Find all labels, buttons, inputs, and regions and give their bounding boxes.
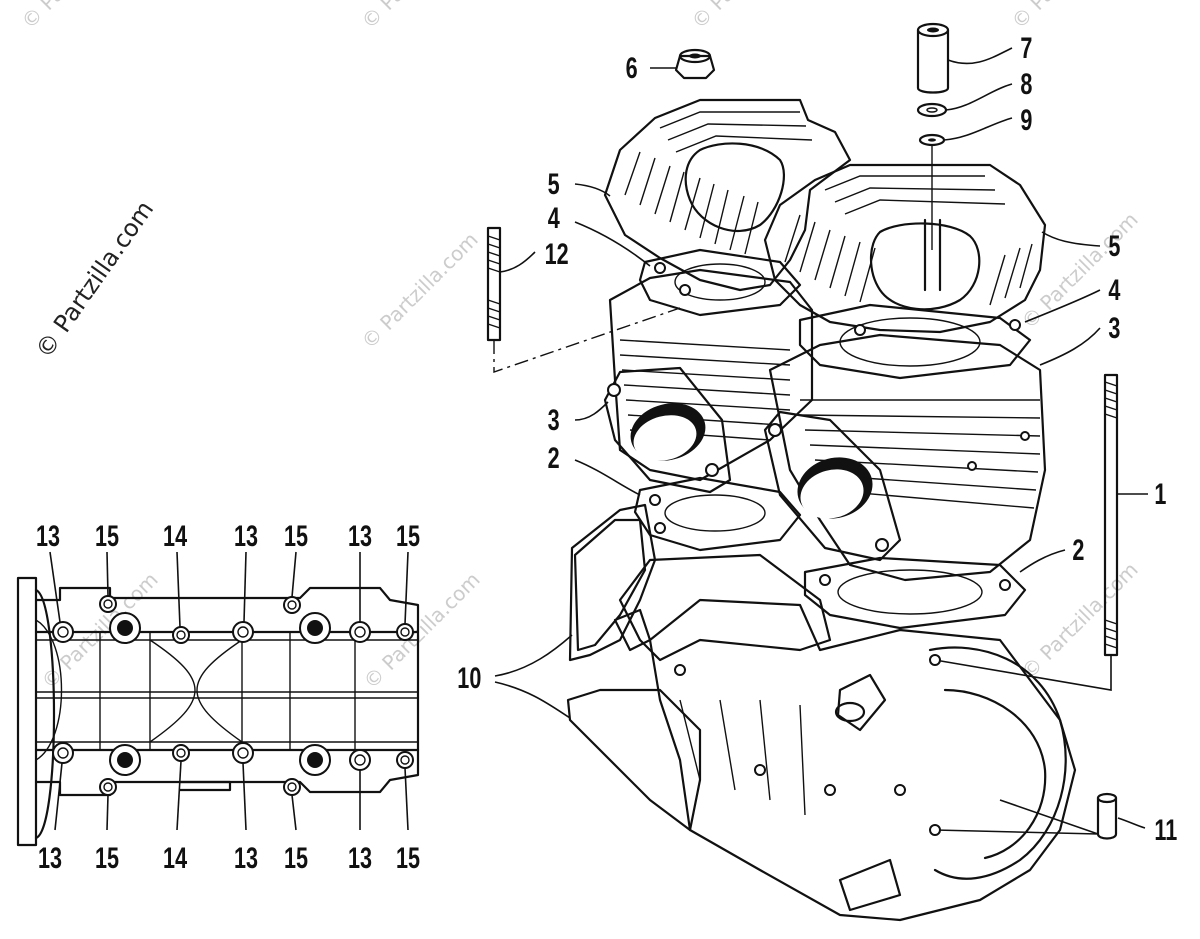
watermark-tile: © Partzilla.com xyxy=(1007,0,1133,34)
callout-6: 6 xyxy=(626,50,638,84)
watermark-tile: © Partzilla.com xyxy=(1017,207,1143,333)
part-4-head-gasket-left xyxy=(638,248,802,317)
part-9-washer xyxy=(918,117,1013,250)
callout-8: 8 xyxy=(1020,66,1032,100)
label-14: 14 xyxy=(163,840,187,874)
callout-5: 5 xyxy=(1108,228,1120,262)
callout-2: 2 xyxy=(548,440,560,474)
part-2-base-gasket-right xyxy=(803,556,1027,630)
callout-5: 5 xyxy=(548,166,560,200)
part-7-spacer xyxy=(916,22,1013,94)
crankcase-bottom-labels: 13 15 14 13 15 13 15 xyxy=(38,840,420,874)
callout-9: 9 xyxy=(1020,102,1032,136)
label-13: 13 xyxy=(348,840,372,874)
watermark-tile: © Partzilla.com xyxy=(1017,557,1143,683)
callout-1: 1 xyxy=(1154,476,1166,510)
callout-3: 3 xyxy=(1108,310,1120,344)
callout-11: 11 xyxy=(1154,812,1177,846)
callout-10: 10 xyxy=(457,660,481,694)
crankcase-top-leaders xyxy=(49,551,409,628)
label-15: 15 xyxy=(95,840,119,874)
part-10-crankcase xyxy=(494,503,1077,922)
crankcase-bottom-bosses xyxy=(52,742,414,796)
callout-3: 3 xyxy=(548,402,560,436)
label-13: 13 xyxy=(36,518,60,552)
watermark-tile: © Partzilla.com xyxy=(17,0,143,34)
label-15: 15 xyxy=(95,518,119,552)
label-15: 15 xyxy=(396,840,420,874)
label-13: 13 xyxy=(234,518,258,552)
watermark-tile: © Partzilla.com xyxy=(357,227,483,353)
watermark-main: © Partzilla.com xyxy=(30,196,159,364)
part-12-stud xyxy=(486,226,681,373)
callout-2: 2 xyxy=(1072,532,1084,566)
watermark-tile: © Partzilla.com xyxy=(357,0,483,34)
label-15: 15 xyxy=(396,518,420,552)
part-5-cylinder-head-right xyxy=(763,163,1047,334)
assembly-callouts: 6 7 8 9 5 4 5 12 4 3 3 2 1 2 10 11 xyxy=(457,30,1177,846)
label-15: 15 xyxy=(284,518,308,552)
label-15: 15 xyxy=(284,840,308,874)
callout-7: 7 xyxy=(1020,30,1032,64)
label-13: 13 xyxy=(348,518,372,552)
watermark-tile: © Partzilla.com xyxy=(687,0,813,34)
part-1-stud xyxy=(934,373,1148,691)
label-13: 13 xyxy=(38,840,62,874)
callout-4: 4 xyxy=(548,200,560,234)
part-8-washer xyxy=(916,83,1013,118)
crankcase-left-flange xyxy=(16,576,38,847)
part-6-nut xyxy=(650,48,716,80)
callout-12: 12 xyxy=(545,236,569,270)
part-11-dowel xyxy=(934,792,1146,840)
crankcase-bottom-view: 13 15 14 13 15 13 15 13 15 14 13 15 13 1… xyxy=(16,518,420,875)
label-13: 13 xyxy=(234,840,258,874)
crankcase-top-bosses xyxy=(52,595,414,644)
part-2-base-gasket-left xyxy=(633,476,802,552)
crankcase-bottom-leaders xyxy=(54,760,409,831)
assembly-leaders xyxy=(574,183,1101,573)
engine-assembly: 6 7 8 9 5 4 5 12 4 3 3 2 1 2 10 11 xyxy=(457,22,1177,922)
part-3-cylinder-left xyxy=(603,268,814,494)
part-3-cylinder-right xyxy=(763,333,1047,582)
part-5-cylinder-head-left xyxy=(603,98,852,292)
watermark-layer: © Partzilla.com © Partzilla.com © Partzi… xyxy=(17,0,1143,694)
callout-4: 4 xyxy=(1108,272,1120,306)
crankcase-top-labels: 13 15 14 13 15 13 15 xyxy=(36,518,420,552)
label-14: 14 xyxy=(163,518,187,552)
